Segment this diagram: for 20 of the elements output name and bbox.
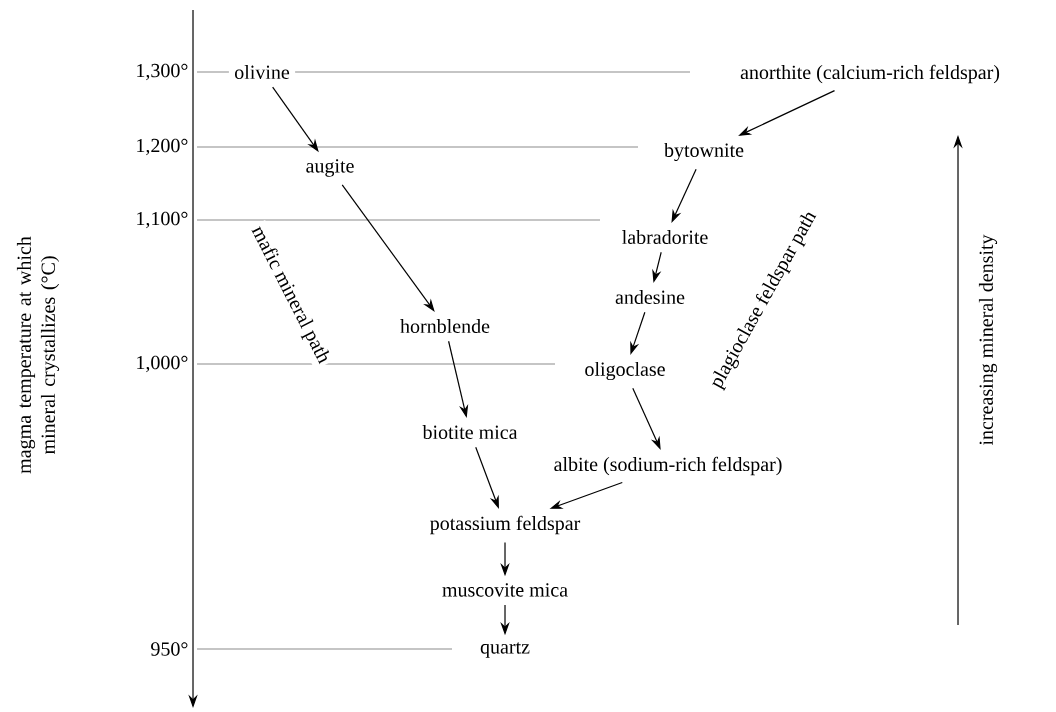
tick-label: 1,000° bbox=[137, 355, 188, 373]
axis-label: increasing mineral density bbox=[976, 231, 1000, 449]
mineral-label: andesine bbox=[609, 283, 691, 311]
tick-label: 1,200° bbox=[137, 138, 188, 156]
mineral-label: albite (sodium-rich feldspar) bbox=[548, 450, 788, 482]
tick-label: 1,300° bbox=[137, 63, 188, 81]
tick-label: 1,100° bbox=[137, 211, 188, 229]
mineral-label: hornblende bbox=[394, 312, 496, 340]
axis-label: magma temperature at which mineral crystallizes (°C) bbox=[16, 236, 60, 474]
mineral-label: labradorite bbox=[616, 223, 714, 251]
tick-label: 950° bbox=[151, 642, 188, 656]
mineral-label: biotite mica bbox=[417, 418, 523, 446]
mineral-label: augite bbox=[300, 152, 360, 184]
mineral-label: oligoclase bbox=[579, 355, 671, 387]
mineral-label: quartz bbox=[474, 635, 536, 665]
mineral-label: muscovite mica bbox=[436, 576, 574, 604]
mineral-label: anorthite (calcium-rich feldspar) bbox=[734, 58, 1006, 90]
mineral-label: potassium feldspar bbox=[424, 509, 586, 541]
mineral-label: bytownite bbox=[658, 136, 750, 168]
mineral-label: olivine bbox=[228, 58, 296, 86]
